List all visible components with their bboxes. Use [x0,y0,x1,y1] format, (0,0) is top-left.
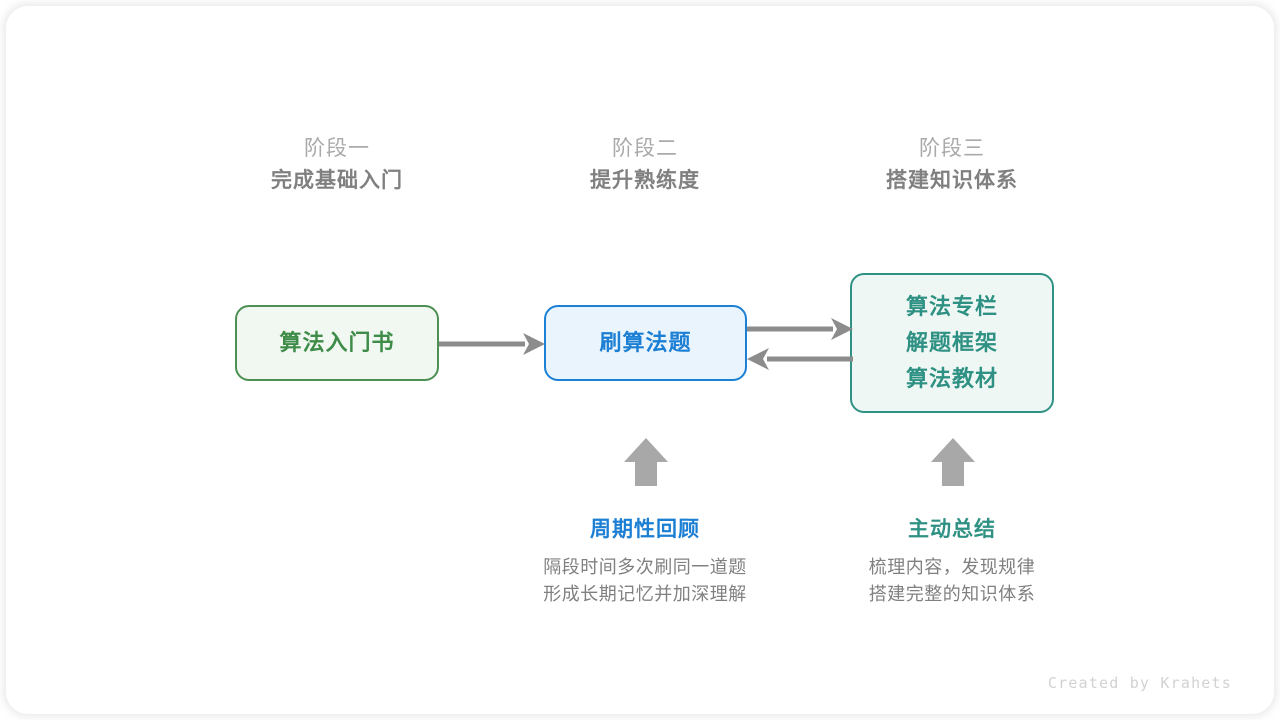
node-knowledge-resources: 算法专栏 解题框架 算法教材 [850,273,1054,413]
credit-label: Created by Krahets [1047,674,1232,692]
stage-title-label: 搭建知识体系 [886,169,1018,192]
note-body: 隔段时间多次刷同一道题 形成长期记忆并加深理解 [485,554,805,608]
stage-header-2: 阶段二 提升熟练度 [515,134,775,198]
stage-index-label: 阶段三 [919,137,985,160]
diagram-canvas: 阶段一 完成基础入门 阶段二 提升熟练度 阶段三 搭建知识体系 算法入门书 刷算… [6,6,1274,714]
arrow-up-review-icon [624,438,668,486]
note-body-line: 梳理内容，发现规律 [868,557,1036,577]
node-algorithm-intro-book: 算法入门书 [235,305,439,381]
note-body: 梳理内容，发现规律 搭建完整的知识体系 [792,554,1112,608]
note-active-summary: 主动总结 梳理内容，发现规律 搭建完整的知识体系 [792,514,1112,608]
arrow-up-summary-icon [931,438,975,486]
stage-title-label: 提升熟练度 [590,169,700,192]
node-line: 解题框架 [905,330,998,355]
arrow-resources-to-practice-icon [747,348,853,370]
stage-index-label: 阶段二 [612,137,678,160]
stage-header-3: 阶段三 搭建知识体系 [822,134,1082,198]
node-line: 算法入门书 [279,330,395,355]
stage-title-label: 完成基础入门 [271,169,403,192]
node-line: 刷算法题 [599,330,692,355]
arrow-book-to-practice-icon [439,333,545,355]
note-body-line: 隔段时间多次刷同一道题 [543,557,747,577]
stage-header-1: 阶段一 完成基础入门 [207,134,467,198]
note-body-line: 形成长期记忆并加深理解 [543,584,747,604]
arrow-practice-to-resources-icon [747,318,853,340]
note-periodic-review: 周期性回顾 隔段时间多次刷同一道题 形成长期记忆并加深理解 [485,514,805,608]
note-title: 主动总结 [908,518,996,541]
node-line: 算法专栏 [905,294,998,319]
note-body-line: 搭建完整的知识体系 [868,584,1036,604]
note-title: 周期性回顾 [590,518,700,541]
node-line: 算法教材 [905,366,998,391]
stage-index-label: 阶段一 [304,137,370,160]
node-practice-problems: 刷算法题 [544,305,747,381]
